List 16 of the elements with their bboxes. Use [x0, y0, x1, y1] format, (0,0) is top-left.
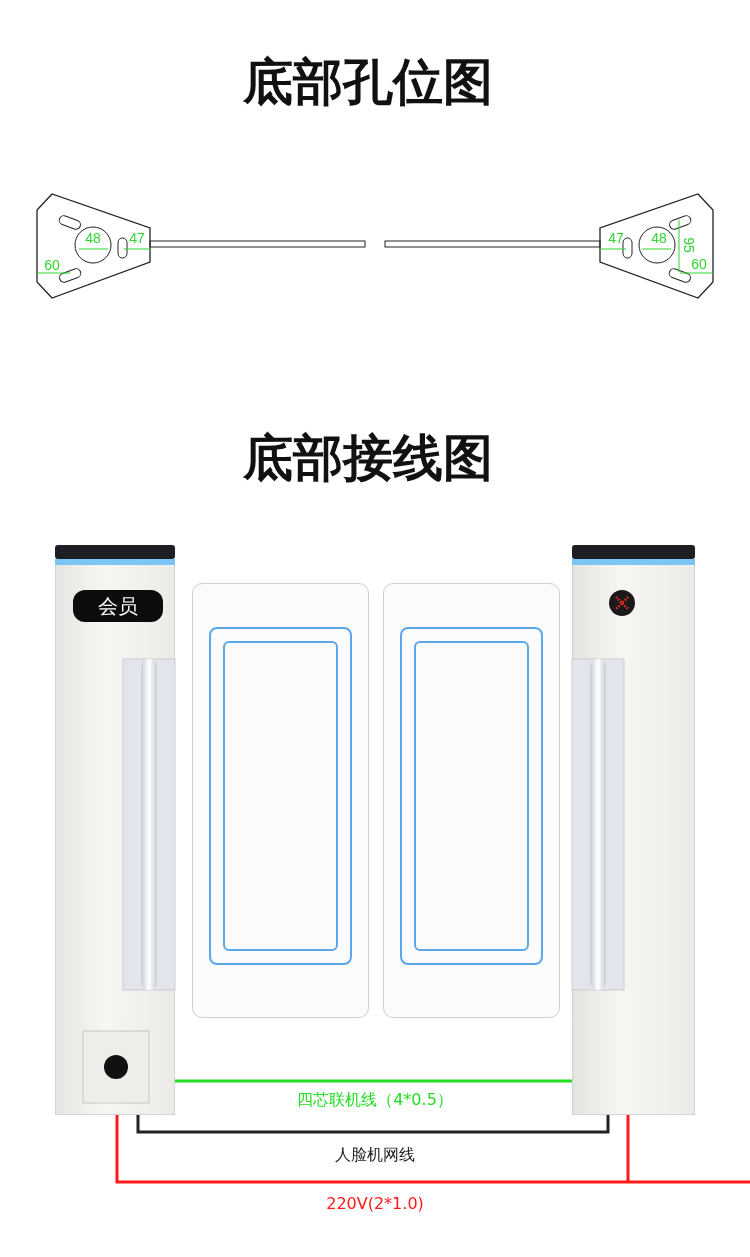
- dimension-value: 48: [651, 231, 667, 245]
- section-title: 底部孔位图: [243, 51, 493, 113]
- dimension-value: 95: [682, 237, 696, 253]
- dimension-value: 60: [691, 257, 707, 271]
- display-screen: 会员: [73, 590, 163, 622]
- section-title: 底部接线图: [243, 427, 493, 489]
- dimension-value: 60: [44, 258, 60, 272]
- dimension-value: 47: [129, 231, 145, 245]
- cable-line: [626, 1115, 630, 1182]
- dimension-value: 47: [608, 231, 624, 245]
- cable-line: [136, 1115, 610, 1134]
- cable-line: [115, 1115, 750, 1184]
- turnstile-pillar-drawing: [55, 545, 175, 1115]
- turnstile-pillar-drawing: [572, 545, 695, 1115]
- dimension-value: 48: [85, 231, 101, 245]
- cable-line: [175, 1079, 572, 1083]
